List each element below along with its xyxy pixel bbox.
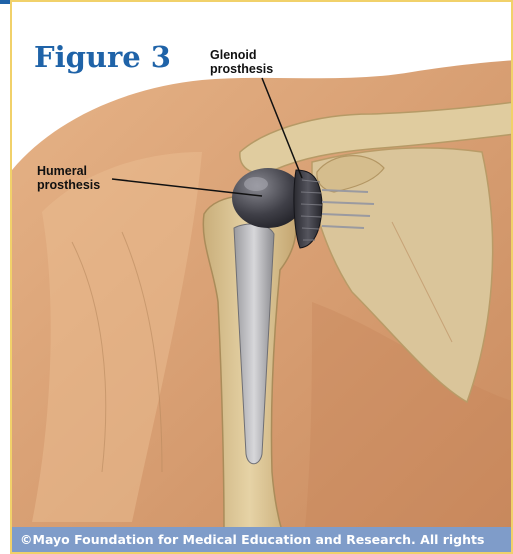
copyright-credit-bar: ©Mayo Foundation for Medical Education a… xyxy=(12,527,513,552)
figure-title: Figure 3 xyxy=(34,40,171,74)
shoulder-illustration xyxy=(12,2,513,554)
callout-glenoid-prosthesis: Glenoid prosthesis xyxy=(210,48,273,76)
humeral-head-prosthesis xyxy=(232,168,304,228)
callout-humeral-prosthesis: Humeral prosthesis xyxy=(37,164,100,192)
figure-frame: Figure 3 Glenoid prosthesis Humeral pros… xyxy=(10,0,513,554)
